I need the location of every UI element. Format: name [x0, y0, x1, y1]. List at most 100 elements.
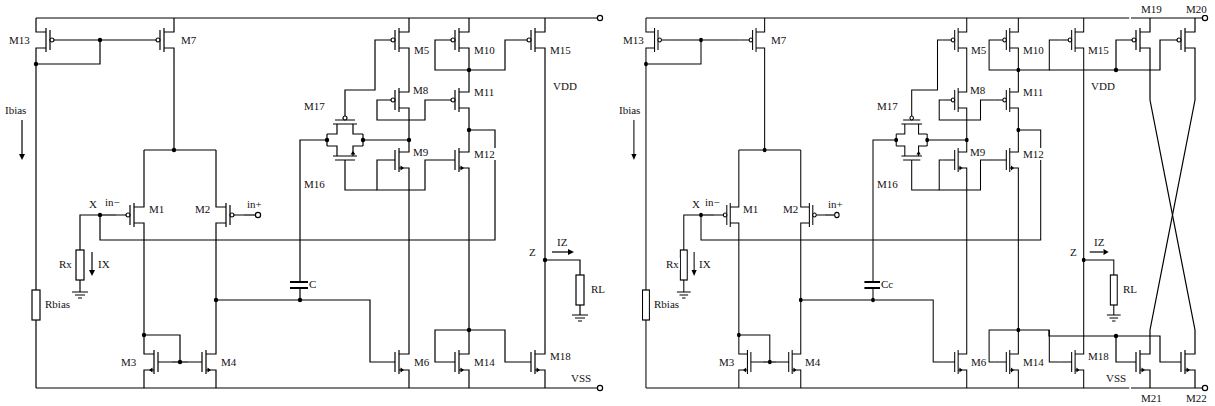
gate-bubble — [1068, 38, 1071, 42]
wire — [646, 17, 1129, 18]
wire — [1150, 58, 1195, 344]
wire — [408, 18, 409, 22]
wire — [173, 18, 174, 22]
gate-bubble — [451, 38, 455, 42]
wire — [738, 233, 739, 344]
component-label: M10 — [473, 44, 496, 56]
junction-dot — [737, 333, 741, 337]
wire — [701, 214, 715, 215]
component-label: M1 — [148, 203, 165, 215]
transistor-lines — [1122, 22, 1150, 58]
wire — [345, 40, 381, 106]
pmos-transistor — [646, 22, 670, 58]
wire — [408, 178, 409, 344]
transistor-lines — [381, 22, 409, 58]
transistor-lines — [441, 344, 469, 380]
left-circuit — [19, 15, 603, 390]
wire — [215, 150, 216, 197]
component-label: in− — [104, 196, 121, 208]
component-label: M13 — [8, 34, 31, 46]
component-label: M17 — [876, 100, 899, 112]
wire — [739, 335, 770, 362]
wire — [800, 233, 801, 344]
source-arrow — [401, 166, 405, 171]
nmos-transistor — [943, 142, 967, 178]
junction-dot — [361, 138, 365, 142]
gate-bubble — [951, 38, 954, 42]
transistor-lines — [994, 22, 1018, 58]
wire — [468, 380, 469, 388]
arrow-head — [631, 154, 636, 160]
source-arrow — [208, 368, 212, 373]
component-label: VSS — [1105, 372, 1127, 384]
junction-dot — [1016, 68, 1020, 72]
wire — [80, 215, 100, 250]
nmos-transistor — [144, 344, 172, 380]
nmos-transistor — [188, 344, 216, 380]
transistor-lines — [943, 82, 967, 118]
gate-bubble — [527, 38, 531, 42]
transistor-lines — [896, 106, 927, 134]
wire — [408, 118, 409, 142]
component-label: Rbias — [44, 298, 71, 310]
wire — [468, 178, 469, 344]
wire — [143, 233, 144, 344]
wire — [939, 100, 994, 120]
transistor-lines — [896, 146, 927, 174]
wire — [800, 150, 801, 197]
junction-dot — [1016, 128, 1020, 132]
component-label: M5 — [413, 44, 430, 56]
transistor-lines — [327, 106, 363, 134]
wire — [216, 300, 381, 362]
component-label: M12 — [1022, 148, 1045, 160]
wire — [300, 140, 327, 282]
wire — [966, 380, 967, 388]
wire — [1194, 18, 1195, 22]
wire — [966, 58, 967, 82]
junction-dot — [172, 148, 176, 152]
wire — [544, 380, 545, 388]
pmos-transistor — [801, 197, 825, 233]
component-label: M9 — [969, 146, 986, 158]
component-label: X — [88, 198, 98, 210]
wire — [1083, 380, 1084, 388]
gate-bubble — [1177, 38, 1181, 42]
terminal — [1202, 15, 1207, 20]
wire — [1049, 330, 1122, 362]
component-label: M4 — [220, 356, 237, 368]
current-arrow — [1090, 251, 1104, 252]
wire — [1113, 305, 1114, 315]
component-label: M14 — [1022, 356, 1045, 368]
pmos-transistor — [36, 22, 64, 58]
component-label: M5 — [970, 44, 987, 56]
wire — [1049, 40, 1122, 70]
wire — [100, 130, 495, 240]
nmos-transistor — [1060, 344, 1084, 380]
gate-bubble — [391, 98, 395, 102]
ground-symbol — [572, 315, 588, 321]
ground-symbol — [72, 292, 88, 298]
junction-dot — [214, 298, 218, 302]
resistor-symbol — [32, 290, 40, 320]
junction-dot — [325, 138, 329, 142]
junction-dot — [178, 360, 182, 364]
wire — [764, 18, 765, 22]
wire — [35, 58, 36, 290]
wire — [544, 58, 545, 344]
wire — [800, 380, 801, 388]
source-arrow — [537, 368, 541, 373]
component-label: M3 — [120, 356, 137, 368]
wire — [966, 178, 967, 344]
component-label: RL — [1122, 283, 1138, 295]
transistor-lines — [216, 197, 244, 233]
wire — [646, 387, 1129, 388]
source-arrow — [461, 368, 465, 373]
nmos-transistor — [777, 344, 801, 380]
junction-dot — [467, 68, 471, 72]
component-label: M21 — [1140, 392, 1163, 404]
transistor-lines — [1167, 344, 1195, 380]
source-arrow — [1011, 368, 1014, 373]
component-label: Rbias — [653, 298, 680, 310]
junction-dot — [543, 258, 547, 262]
component-label: VDD — [552, 80, 578, 92]
